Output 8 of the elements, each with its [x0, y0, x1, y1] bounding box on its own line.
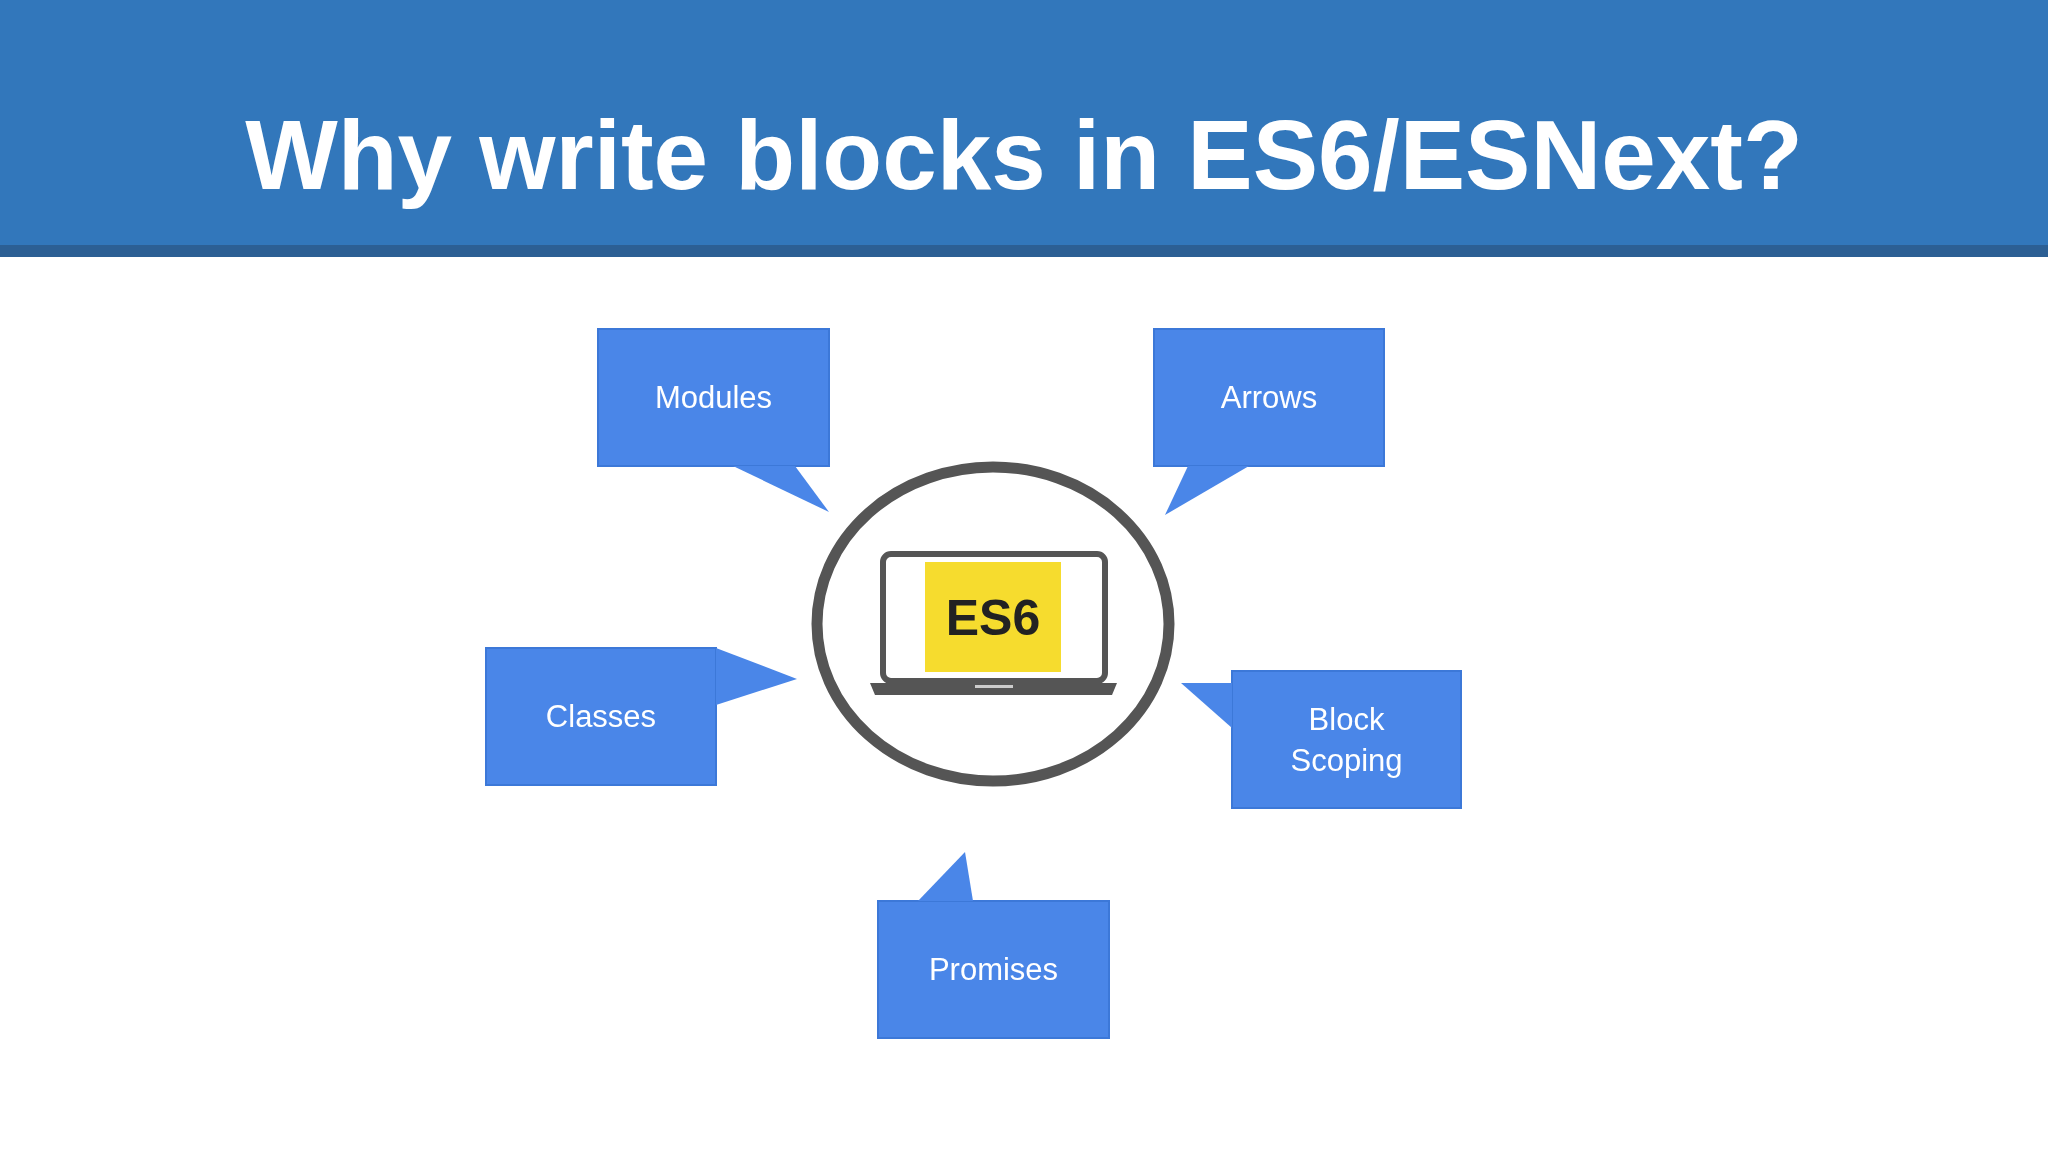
slide-title: Why write blocks in ES6/ESNext? [244, 99, 1804, 212]
circle-badge [811, 461, 1175, 787]
callout-label: Classes [544, 698, 658, 736]
callout-label: Arrows [1219, 379, 1319, 417]
callout-label: Block Scoping [1289, 700, 1404, 780]
callout-label: Promises [928, 951, 1059, 989]
badge-label: ES6 [944, 590, 1042, 646]
callout-label: Modules [653, 379, 774, 417]
